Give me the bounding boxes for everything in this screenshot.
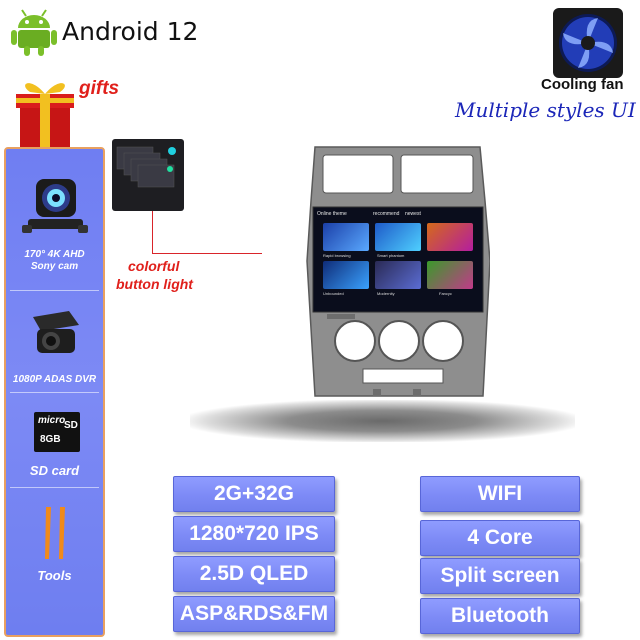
- head-unit-screen: Online theme recommend newest Rapid brow…: [313, 207, 483, 312]
- cooling-fan-label: Cooling fan: [541, 76, 624, 93]
- screen-tab-newest[interactable]: newest: [405, 211, 421, 217]
- theme-tile-label: Unbounded: [323, 291, 344, 296]
- spec-resolution: 1280*720 IPS: [173, 516, 335, 552]
- theme-tile[interactable]: [323, 223, 369, 251]
- spec-wifi: WIFI: [420, 476, 580, 512]
- gift-item-camera: 170° 4K AHD Sony cam: [6, 169, 103, 272]
- theme-tile[interactable]: [323, 261, 369, 289]
- theme-tile[interactable]: [427, 261, 473, 289]
- theme-tile[interactable]: [375, 223, 421, 251]
- unit-shadow: [190, 400, 575, 442]
- button-light-preview: [112, 139, 184, 211]
- spec-cores: 4 Core: [420, 520, 580, 556]
- spec-radio: ASP&RDS&FM: [173, 596, 335, 632]
- tools-icon: [45, 507, 65, 559]
- camera-icon: [22, 179, 88, 233]
- sd-card-icon: micro SD 8GB: [34, 412, 80, 452]
- spec-display: 2.5D QLED: [173, 556, 335, 592]
- cooling-fan-icon: [553, 8, 623, 78]
- theme-tile-label: Modernity: [377, 291, 395, 296]
- callout-line: [152, 253, 262, 254]
- screen-tab-online-theme[interactable]: Online theme: [317, 211, 347, 217]
- dvr-icon: [33, 311, 79, 353]
- button-light-label-line2: button light: [116, 276, 193, 292]
- spec-bluetooth: Bluetooth: [420, 598, 580, 634]
- gift-item-sd-card: micro SD 8GB SD card: [6, 407, 103, 487]
- spec-ram-storage: 2G+32G: [173, 476, 335, 512]
- camera-label: 170° 4K AHD Sony cam: [24, 249, 85, 272]
- theme-tile[interactable]: [375, 261, 421, 289]
- sd-card-logo: SD: [64, 420, 78, 431]
- dvr-label: 1080P ADAS DVR: [12, 374, 97, 385]
- callout-line: [152, 211, 153, 253]
- sidebar-divider: [10, 487, 99, 488]
- gift-item-dvr: 1080P ADAS DVR: [6, 299, 103, 389]
- os-version-label: Android 12: [62, 17, 199, 46]
- android-robot-icon: [11, 9, 57, 56]
- gifts-sidebar: 170° 4K AHD Sony cam 1080P ADAS DVR micr…: [4, 147, 105, 637]
- sd-card-brand: micro: [38, 415, 66, 426]
- multiple-styles-label: Multiple styles UI: [455, 98, 636, 122]
- theme-tile[interactable]: [427, 223, 473, 251]
- button-light-label-line1: colorful: [128, 258, 180, 274]
- theme-tile-label: Smart phantom: [377, 253, 405, 258]
- sd-card-label: SD card: [29, 463, 80, 478]
- sidebar-divider: [10, 290, 99, 291]
- theme-tile-label: Rapid browsing: [323, 253, 351, 258]
- sidebar-divider: [10, 392, 99, 393]
- spec-split-screen: Split screen: [420, 558, 580, 594]
- gift-box-icon: [16, 83, 74, 148]
- sd-card-capacity: 8GB: [40, 434, 61, 445]
- theme-tile-label: Fancyc: [439, 291, 452, 296]
- tools-label: Tools: [37, 568, 72, 583]
- gift-item-tools: Tools: [6, 495, 103, 595]
- screen-tab-recommend[interactable]: recommend: [373, 211, 400, 217]
- gifts-label: gifts: [79, 78, 120, 99]
